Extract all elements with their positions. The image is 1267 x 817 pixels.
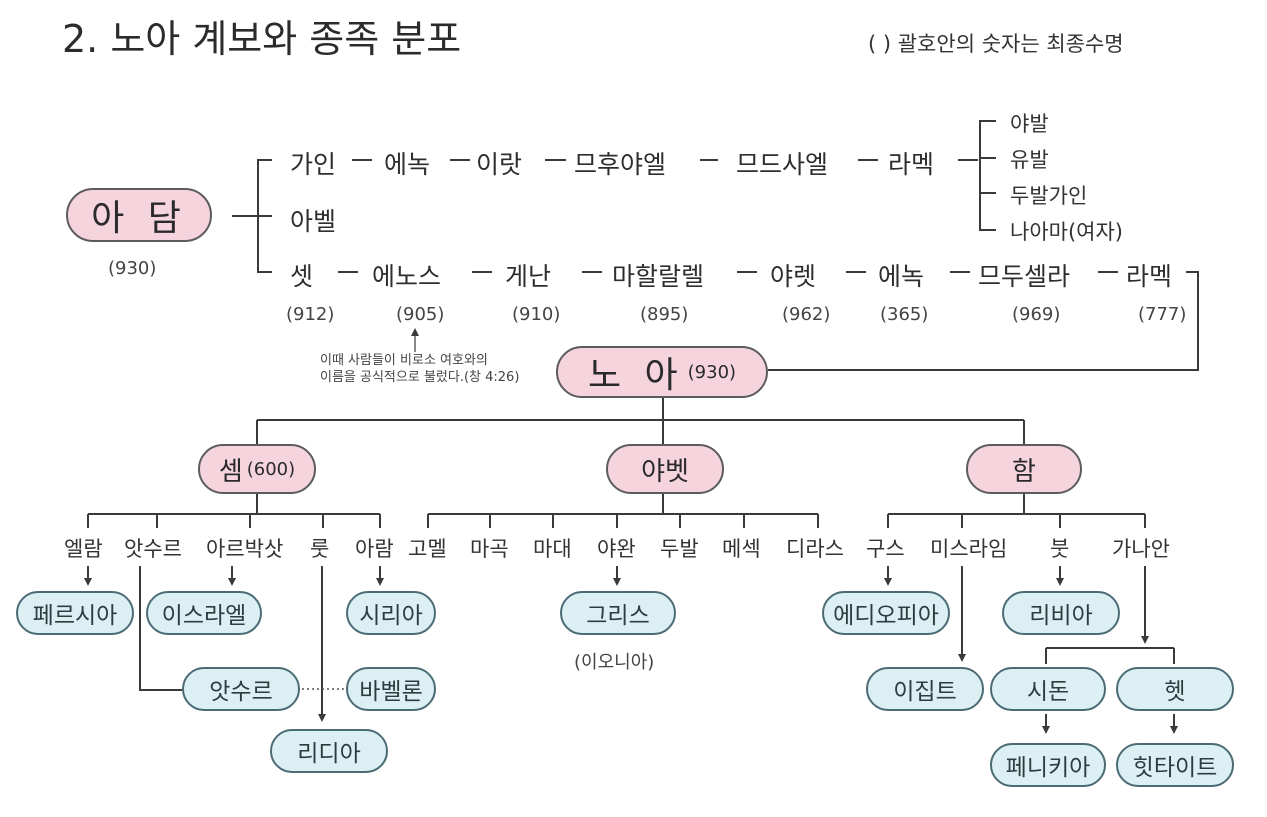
- shem-age: (600): [246, 458, 296, 480]
- meshech: 메섹: [722, 537, 761, 561]
- enosh-annotation-line-2: 이름을 공식적으로 불렀다.(창 4:26): [320, 370, 520, 385]
- mahalalel-age: (895): [640, 304, 689, 325]
- cain: 가인: [290, 150, 337, 179]
- syria-label: 시리아: [359, 603, 423, 629]
- enosh: 에노스: [372, 262, 442, 291]
- legend-note: ( ) 괄호안의 숫자는 최종수명: [868, 32, 1124, 56]
- japheth-label: 야벳: [641, 456, 689, 487]
- israel-label: 이스라엘: [161, 603, 247, 629]
- asshur: 앗수르: [124, 537, 182, 561]
- sidon-label: 시돈: [1026, 679, 1070, 705]
- mehujael: 므후야엘: [574, 150, 667, 179]
- egypt-label: 이집트: [893, 679, 957, 705]
- page-title: 2. 노아 계보와 종족 분포: [62, 17, 462, 61]
- libya-label: 리비아: [1029, 603, 1093, 629]
- ethiopia-label: 에디오피아: [833, 603, 939, 629]
- lydia-node: 리디아: [270, 729, 388, 773]
- methuselah-age: (969): [1012, 304, 1061, 325]
- kenan: 게난: [505, 262, 552, 291]
- heth-node: 헷: [1116, 667, 1234, 711]
- phoenicia-node: 페니키아: [990, 743, 1106, 787]
- jared: 야렛: [770, 262, 817, 291]
- jabal: 야발: [1010, 112, 1049, 136]
- enosh-age: (905): [396, 304, 445, 325]
- assyria-node: 앗수르: [182, 667, 300, 711]
- noah-node: 노 아 (930): [556, 346, 768, 398]
- canaan: 가나안: [1112, 537, 1170, 561]
- libya-node: 리비아: [1002, 591, 1120, 635]
- aram: 아람: [355, 537, 394, 561]
- sidon-node: 시돈: [990, 667, 1106, 711]
- noah-age: (930): [687, 361, 737, 383]
- phoenicia-label: 페니키아: [1005, 755, 1091, 781]
- ionia-label: (이오니아): [574, 652, 655, 673]
- magog: 마곡: [470, 537, 509, 561]
- kenan-age: (910): [512, 304, 561, 325]
- seth-line-lamech: 라멕: [1126, 262, 1173, 291]
- gomer: 고멜: [408, 537, 447, 561]
- ham-node: 함: [966, 444, 1082, 494]
- cain-line-lamech: 라멕: [888, 150, 935, 179]
- lamech-age: (777): [1138, 304, 1187, 325]
- lydia-label: 리디아: [297, 741, 361, 767]
- hittite-node: 힛타이트: [1116, 743, 1234, 787]
- persia-node: 페르시아: [16, 591, 134, 635]
- greece-node: 그리스: [560, 591, 676, 635]
- abel: 아벨: [290, 207, 337, 236]
- jubal: 유발: [1010, 148, 1049, 172]
- cush: 구스: [866, 537, 905, 561]
- adam-label: 아 담: [91, 198, 187, 239]
- elam: 엘람: [64, 537, 103, 561]
- cain-line-enoch: 에녹: [384, 150, 431, 179]
- jared-age: (962): [782, 304, 831, 325]
- japheth-node: 야벳: [606, 444, 724, 494]
- shem-label: 셈: [218, 456, 243, 487]
- tubal-cain: 두발가인: [1010, 184, 1088, 208]
- methuselah: 므두셀라: [978, 262, 1071, 291]
- naamah: 나아마(여자): [1010, 220, 1123, 244]
- madai: 마대: [533, 537, 572, 561]
- greece-label: 그리스: [586, 603, 650, 629]
- mizraim: 미스라임: [930, 537, 1008, 561]
- israel-node: 이스라엘: [146, 591, 262, 635]
- methushael: 므드사엘: [736, 150, 829, 179]
- seth-line-enoch: 에녹: [878, 262, 925, 291]
- seth: 셋: [290, 262, 314, 291]
- tiras: 디라스: [786, 537, 844, 561]
- put: 붓: [1050, 537, 1070, 561]
- ham-label: 함: [1012, 456, 1036, 487]
- adam-node: 아 담: [66, 188, 212, 242]
- shem-node: 셈 (600): [198, 444, 316, 494]
- tubal: 두발: [660, 537, 699, 561]
- babylon-node: 바벨론: [346, 667, 436, 711]
- syria-node: 시리아: [346, 591, 436, 635]
- enosh-annotation: 이때 사람들이 비로소 여호와의 이름을 공식적으로 불렀다.(창 4:26): [320, 352, 519, 386]
- mahalalel: 마할랄렐: [612, 262, 705, 291]
- heth-label: 헷: [1164, 679, 1186, 705]
- enoch-age: (365): [880, 304, 929, 325]
- noah-label: 노 아: [587, 355, 684, 396]
- hittite-label: 힛타이트: [1132, 755, 1218, 781]
- enosh-annotation-line-1: 이때 사람들이 비로소 여호와의: [320, 353, 488, 368]
- javan: 야완: [597, 537, 636, 561]
- seth-age: (912): [286, 304, 335, 325]
- lud: 룻: [310, 537, 330, 561]
- adam-age: (930): [108, 258, 157, 279]
- arphaxad: 아르박삿: [206, 537, 284, 561]
- irad: 이랏: [476, 150, 523, 179]
- persia-label: 페르시아: [32, 603, 118, 629]
- babylon-label: 바벨론: [359, 679, 423, 705]
- ethiopia-node: 에디오피아: [822, 591, 950, 635]
- assyria-label: 앗수르: [209, 679, 273, 705]
- egypt-node: 이집트: [866, 667, 984, 711]
